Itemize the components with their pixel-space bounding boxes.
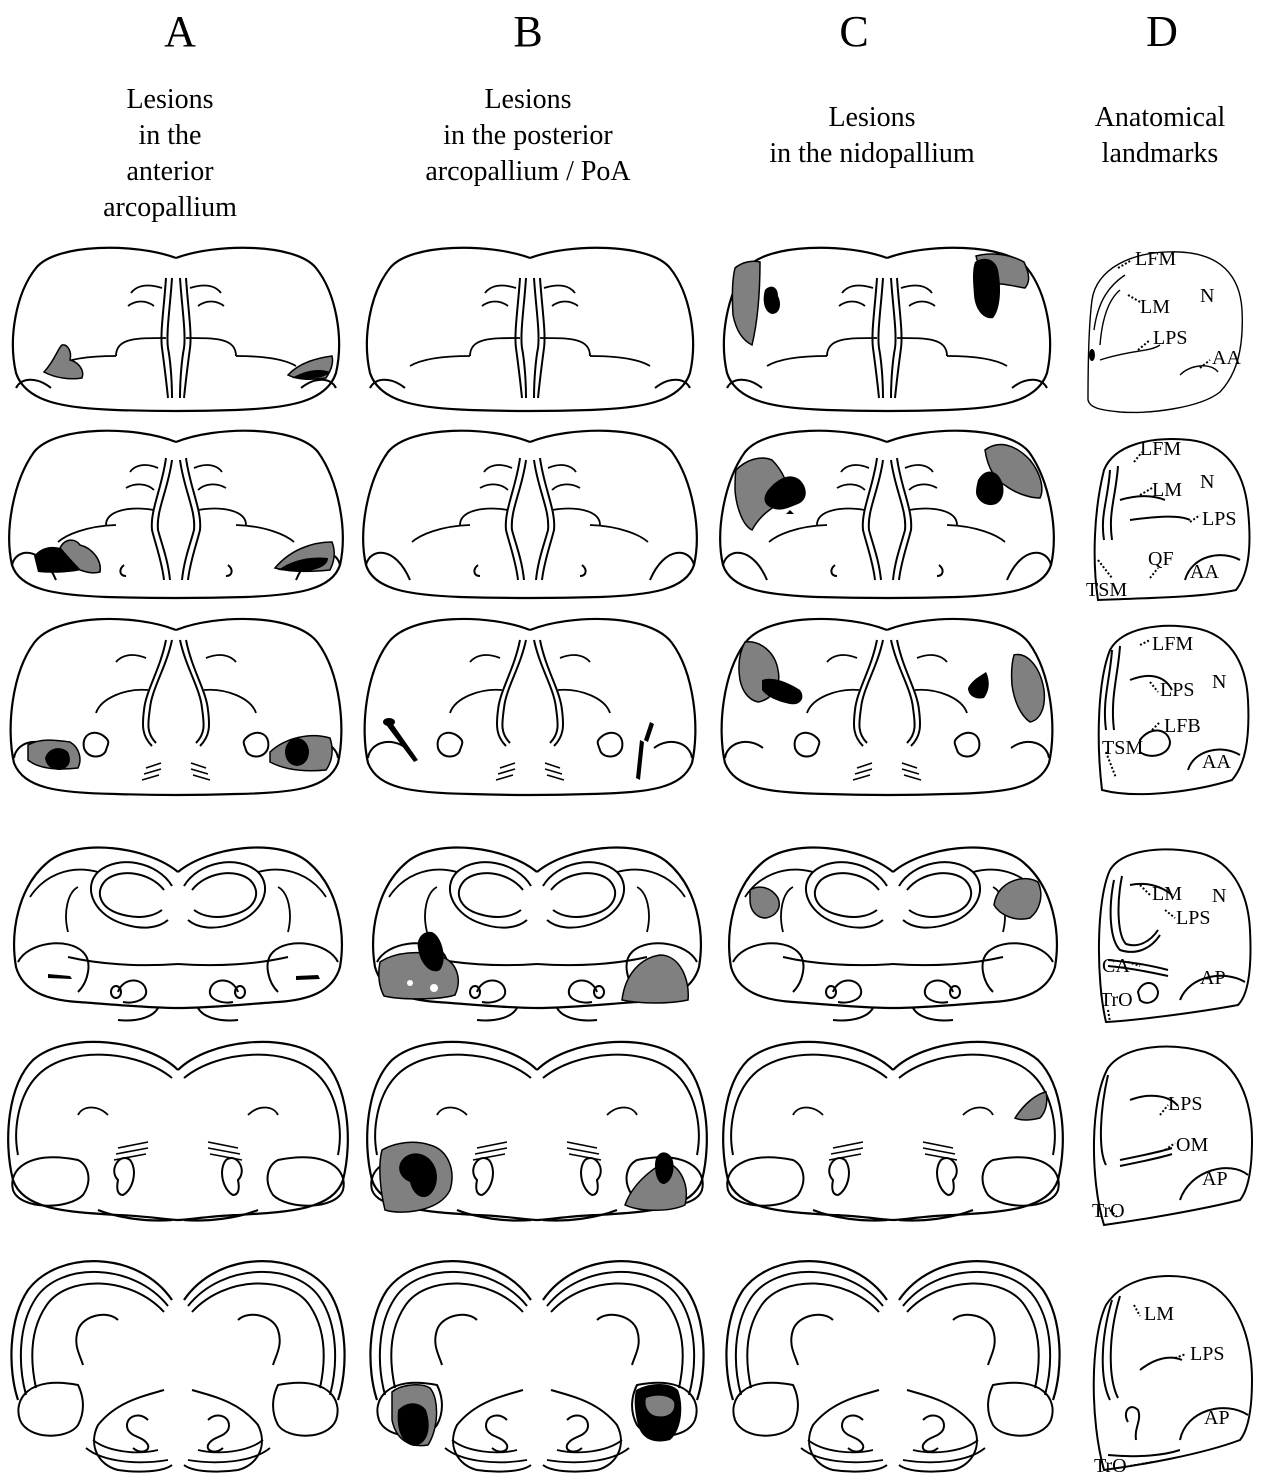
- landmark-label: LPS: [1153, 327, 1187, 349]
- lesion-dark: [973, 259, 1000, 319]
- lesion-gray: [622, 955, 688, 1003]
- lesion-dark: [636, 740, 644, 780]
- landmark-label: LM: [1144, 1303, 1174, 1325]
- lesion-white-spot: [430, 984, 438, 992]
- lesion-dark: [764, 287, 780, 314]
- landmark-label: AP: [1200, 967, 1226, 989]
- landmark-label: AA: [1190, 561, 1219, 583]
- section-c-row4: [729, 848, 1057, 1021]
- section-a-row5: [8, 1042, 348, 1221]
- landmark-label: LFM: [1152, 633, 1193, 655]
- section-c-row5: [723, 1042, 1063, 1221]
- landmark-section-row1: LFM LM N LPS AA: [1088, 248, 1242, 412]
- section-b-row1: [367, 248, 693, 411]
- landmark-section-row3: LFM LPS N LFB TSM AA: [1099, 626, 1249, 794]
- landmark-label: LPS: [1176, 907, 1210, 929]
- section-a-row1: [13, 248, 339, 411]
- landmark-label: LPS: [1168, 1093, 1202, 1115]
- landmark-label: LPS: [1202, 508, 1236, 530]
- landmark-label: N: [1212, 885, 1226, 907]
- lesion-dark: [296, 975, 320, 980]
- landmark-label: LFM: [1135, 248, 1176, 270]
- landmark-section-row2: LFM LM N LPS QF TSM AA: [1086, 438, 1250, 601]
- lesion-white-spot: [407, 980, 413, 986]
- landmark-label: TrO: [1092, 1200, 1125, 1222]
- lesion-dark: [48, 974, 72, 979]
- section-c-row3: [722, 619, 1053, 795]
- landmark-section-row5: LPS OM AP TrO: [1092, 1047, 1252, 1225]
- landmark-section-row4: LM N LPS CA AP TrO: [1099, 849, 1251, 1022]
- lesion-gray: [44, 345, 83, 379]
- lesion-dark: [285, 738, 309, 766]
- landmark-label: TrO: [1094, 1455, 1127, 1477]
- section-a-row2: [9, 431, 343, 598]
- landmark-label: N: [1200, 471, 1214, 493]
- landmark-label: N: [1212, 671, 1226, 693]
- lesion-dark: [644, 722, 654, 742]
- lesion-gray: [1012, 655, 1045, 722]
- landmark-label: LPS: [1190, 1343, 1224, 1365]
- landmark-label: LM: [1140, 296, 1170, 318]
- lesion-gray: [750, 887, 779, 918]
- lesions-column-b: [379, 718, 688, 1446]
- section-b-row3: [365, 619, 696, 795]
- landmark-label: LM: [1152, 479, 1182, 501]
- lesion-dark: [968, 672, 989, 699]
- landmark-label: AA: [1202, 751, 1231, 773]
- landmark-label: OM: [1176, 1134, 1208, 1156]
- landmark-label: CA: [1102, 955, 1130, 977]
- lesion-dark: [786, 510, 794, 514]
- section-b-row2: [363, 431, 697, 598]
- lesion-dark: [762, 679, 802, 705]
- landmark-label: LFM: [1140, 438, 1181, 460]
- landmark-label: TrO: [1100, 989, 1133, 1011]
- landmark-label: LPS: [1160, 679, 1194, 701]
- section-a-row6: [11, 1261, 344, 1471]
- section-a-row4: [14, 848, 342, 1021]
- lesion-gray: [732, 261, 760, 345]
- lesion-gray: [379, 953, 458, 999]
- landmark-label: TSM: [1102, 737, 1143, 759]
- landmark-label: TSM: [1086, 579, 1127, 601]
- column-c-sections: [720, 248, 1063, 1472]
- landmark-label: AP: [1204, 1407, 1230, 1429]
- lesions-column-c: [732, 254, 1046, 1120]
- column-d-landmarks: LFM LM N LPS AA LFM LM N LPS QF TSM AA: [1086, 248, 1252, 1477]
- lesion-gray: [1015, 1092, 1047, 1120]
- lesion-dark: [383, 718, 395, 726]
- landmark-label: AA: [1212, 347, 1241, 369]
- landmark-label: LM: [1152, 883, 1182, 905]
- landmark-section-row6: LM LPS AP TrO: [1094, 1276, 1252, 1477]
- landmark-label: N: [1200, 285, 1214, 307]
- section-c-row6: [726, 1261, 1059, 1471]
- lesion-gray: [994, 879, 1041, 920]
- landmark-label: QF: [1148, 548, 1174, 570]
- landmark-label: AP: [1202, 1168, 1228, 1190]
- column-a-sections: [8, 248, 348, 1472]
- column-b-sections: [363, 248, 707, 1472]
- landmark-label: LFB: [1164, 715, 1201, 737]
